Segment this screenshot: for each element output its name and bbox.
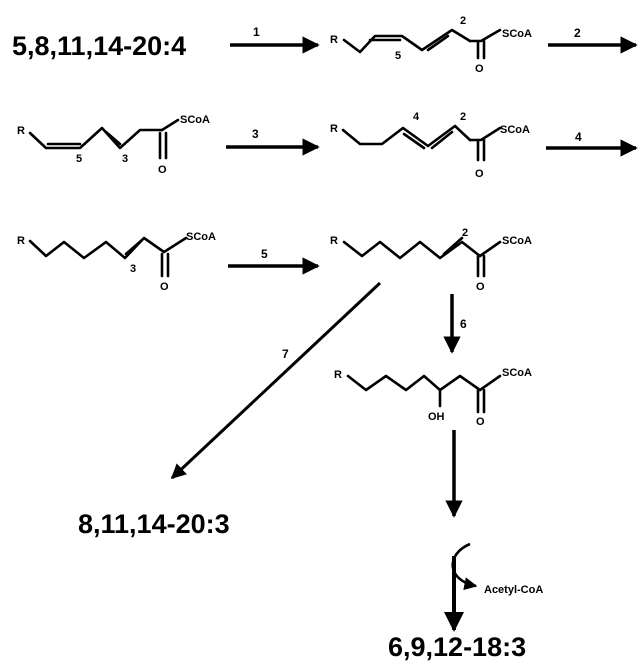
step-5-number: 5 bbox=[261, 247, 268, 261]
structure-1: R 5 2 SCoA O bbox=[330, 15, 532, 75]
structure-5-r: R bbox=[330, 235, 338, 247]
structure-2-r: R bbox=[17, 125, 25, 137]
structure-2: R 5 3 SCoA O bbox=[17, 114, 210, 176]
step-6-number: 6 bbox=[460, 317, 467, 331]
structure-3-pos-b: 2 bbox=[460, 111, 466, 123]
structure-4-o: O bbox=[160, 281, 169, 293]
structure-3-o: O bbox=[475, 168, 484, 180]
structure-1-coa: SCoA bbox=[502, 28, 532, 40]
structure-3-pos-a: 4 bbox=[413, 111, 420, 123]
step-7-arrow: 7 bbox=[170, 281, 382, 480]
start-compound-label: 5,8,11,14-20:4 bbox=[12, 31, 186, 61]
step-6-arrow: 6 bbox=[443, 294, 467, 354]
step-3-number: 3 bbox=[252, 127, 259, 141]
step-1-number: 1 bbox=[253, 25, 260, 39]
structure-6-oh: OH bbox=[428, 411, 445, 423]
structure-1-pos-b: 2 bbox=[460, 15, 466, 27]
structure-4-pos-a: 3 bbox=[130, 263, 136, 275]
step-2-arrow: 2 bbox=[548, 26, 638, 54]
structure-2-pos-b: 3 bbox=[122, 153, 128, 165]
step-2-number: 2 bbox=[574, 26, 581, 40]
final-product-label: 6,9,12-18:3 bbox=[388, 632, 526, 662]
structure-5-coa: SCoA bbox=[502, 235, 532, 247]
structure-5-pos-a: 2 bbox=[462, 227, 468, 239]
step-4-arrow: 4 bbox=[546, 130, 638, 157]
structure-3-r: R bbox=[330, 123, 338, 135]
structure-6-o: O bbox=[476, 416, 485, 428]
acetyl-coa-label: Acetyl-CoA bbox=[484, 584, 543, 596]
structure-6: R SCoA OH O bbox=[334, 367, 532, 428]
structure-2-coa: SCoA bbox=[180, 114, 210, 126]
structure-3: R 4 2 SCoA O bbox=[330, 111, 530, 180]
structure-2-o: O bbox=[158, 164, 167, 176]
structure-6-r: R bbox=[334, 369, 342, 381]
step-4-number: 4 bbox=[575, 130, 582, 144]
thiolase-arrow bbox=[444, 542, 478, 632]
structure-1-pos-a: 5 bbox=[395, 50, 401, 62]
structure-1-r: R bbox=[330, 34, 338, 46]
step-7-number: 7 bbox=[282, 347, 289, 361]
structure-4-r: R bbox=[17, 235, 25, 247]
step-5-arrow: 5 bbox=[228, 247, 320, 275]
structure-3-coa: SCoA bbox=[500, 124, 530, 136]
structure-4: R 3 SCoA O bbox=[17, 231, 216, 293]
branch-product-label: 8,11,14-20:3 bbox=[78, 509, 230, 539]
step-1-arrow: 1 bbox=[230, 25, 320, 54]
structure-5: R 2 SCoA O bbox=[330, 227, 532, 293]
structure-2-pos-a: 5 bbox=[76, 153, 82, 165]
step-3-arrow: 3 bbox=[226, 127, 320, 156]
structure-1-o: O bbox=[475, 63, 484, 75]
structure-5-o: O bbox=[476, 281, 485, 293]
structure-6-coa: SCoA bbox=[502, 367, 532, 379]
structure-4-coa: SCoA bbox=[186, 231, 216, 243]
